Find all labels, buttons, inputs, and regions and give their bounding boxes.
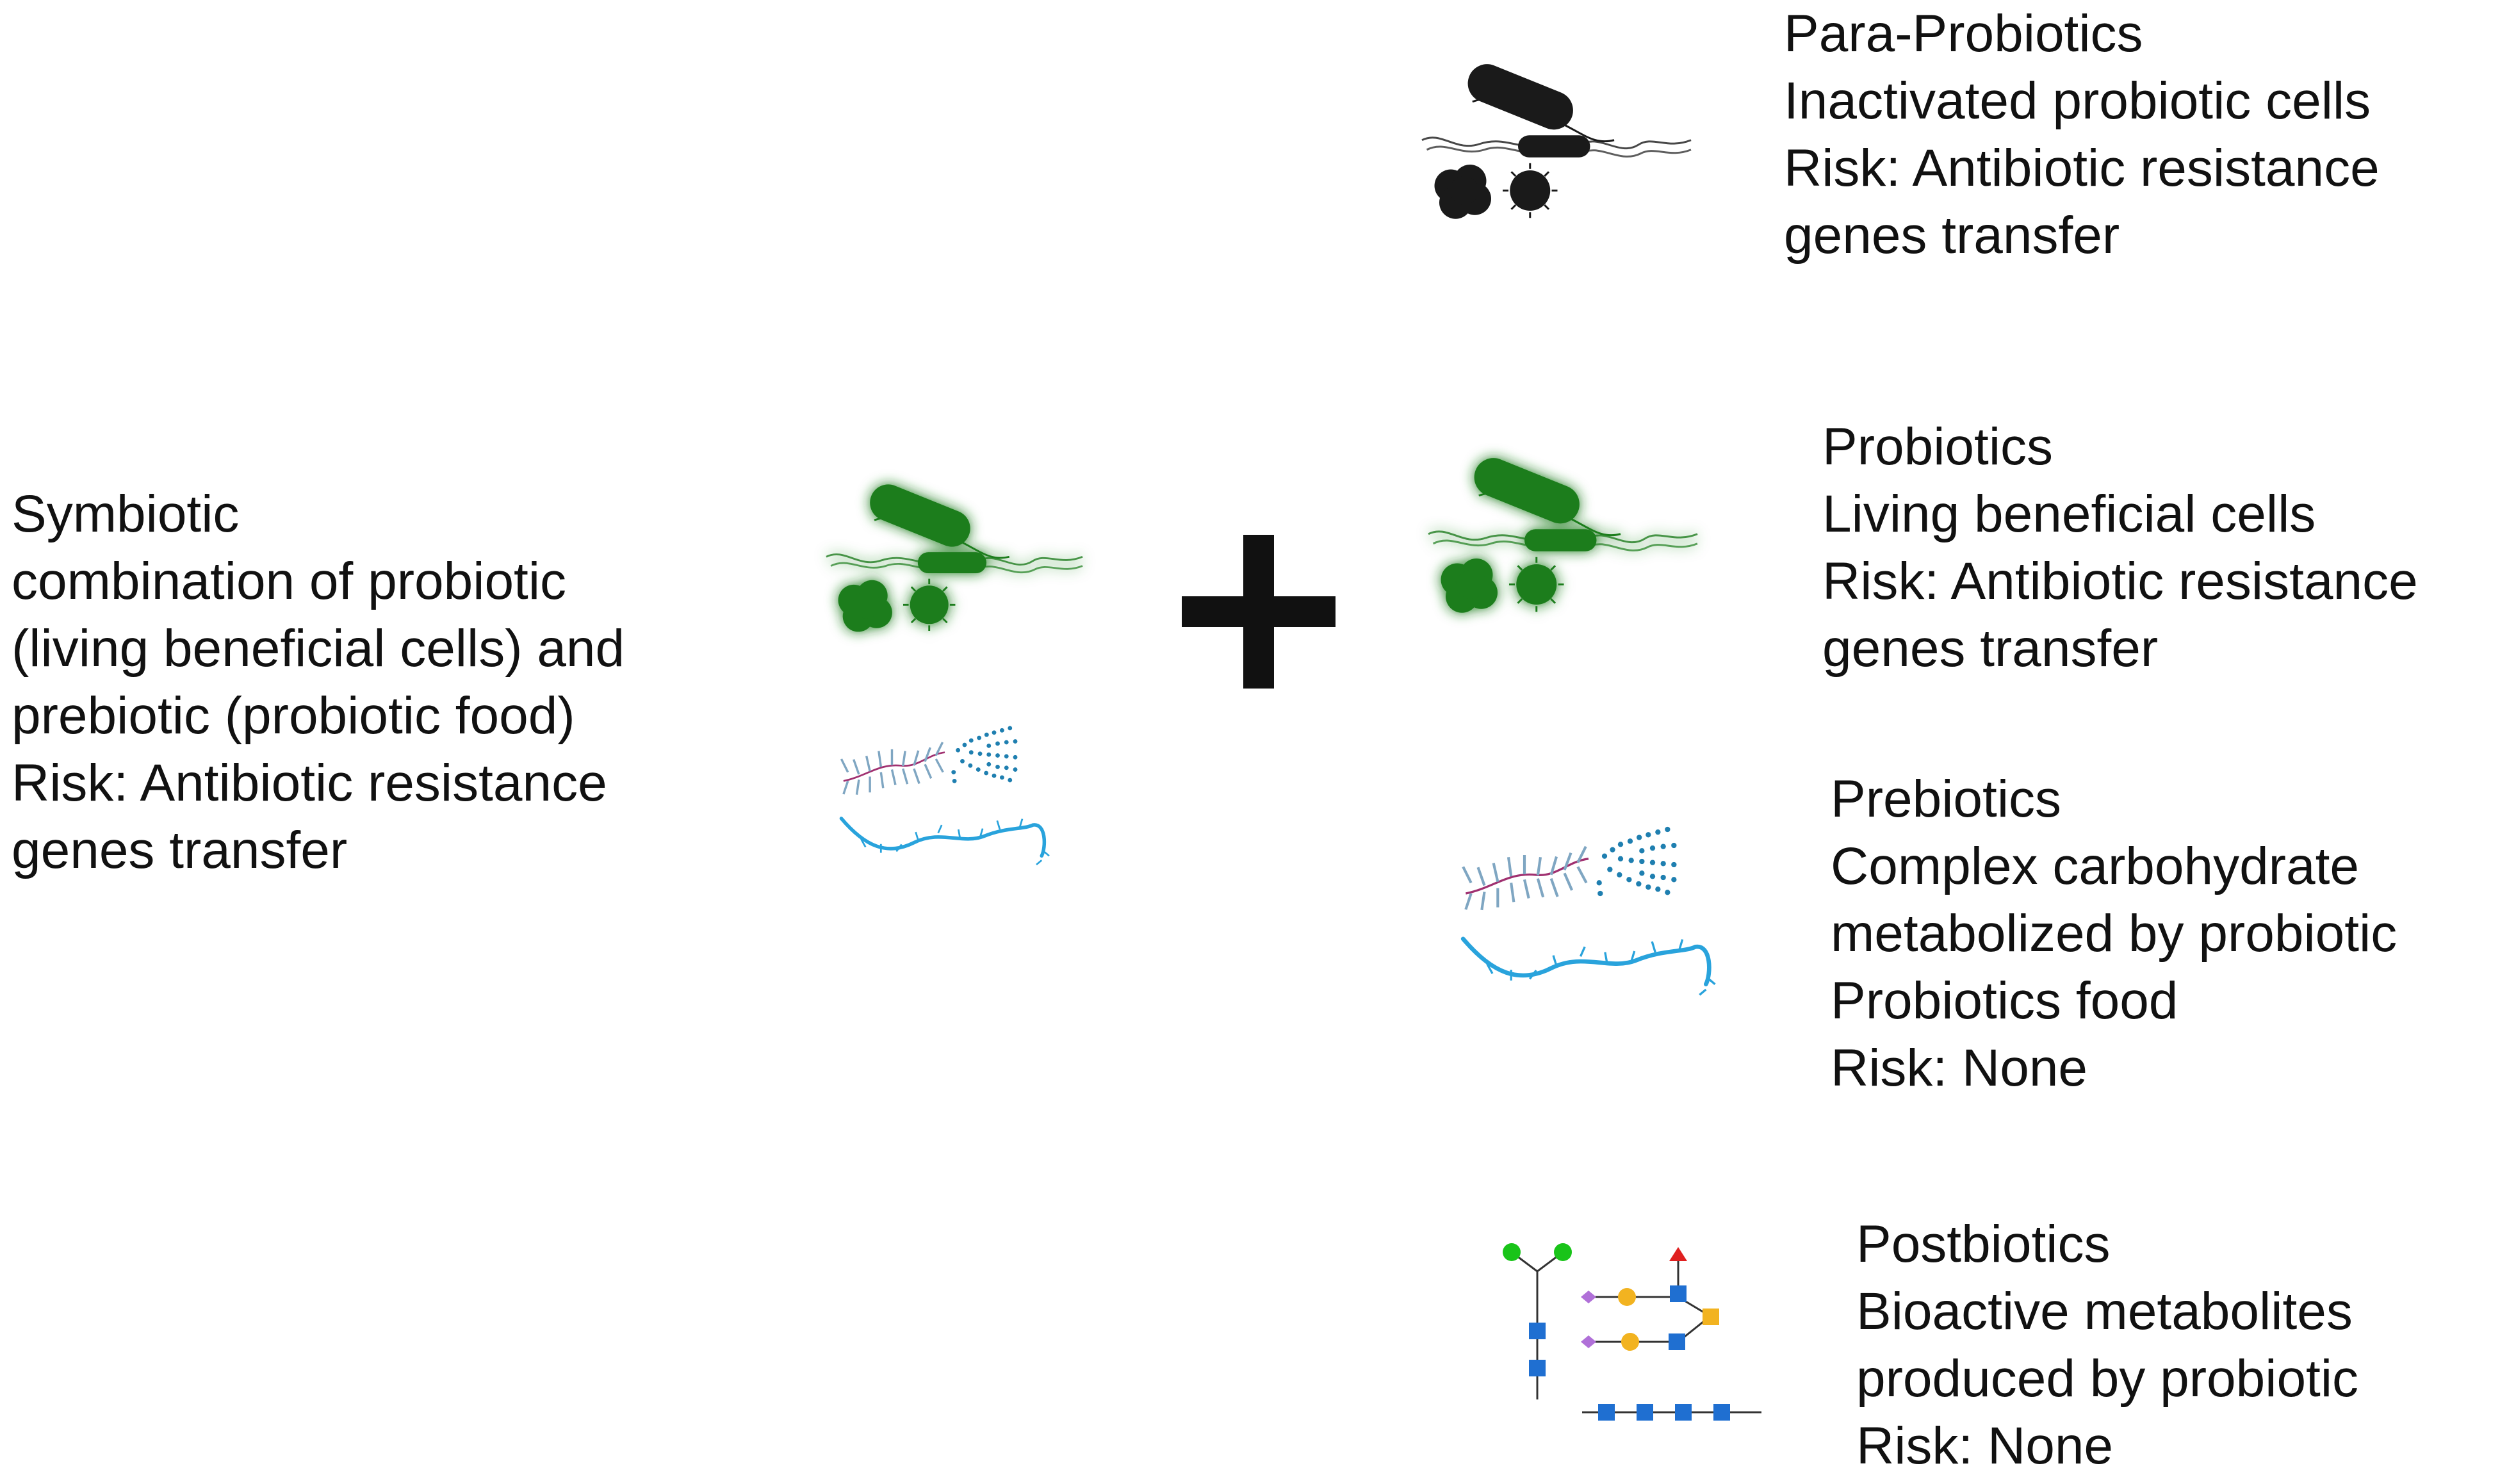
postbiotics-description-cont: produced by probiotic — [1856, 1349, 2359, 1408]
synbiotic-title: Symbiotic — [12, 485, 240, 543]
synbiotic-risk: Risk: Antibiotic resistance — [12, 754, 607, 812]
para-probiotics-title: Para-Probiotics — [1784, 4, 2143, 63]
probiotics-text: Probiotics Living beneficial cells Risk:… — [1822, 413, 2418, 682]
probiotics-risk-cont: genes transfer — [1822, 619, 2159, 678]
synbiotic-risk-cont: genes transfer — [12, 821, 348, 879]
prebiotics-title: Prebiotics — [1831, 770, 2062, 828]
para-probiotics-bacteria-icon — [1421, 51, 1692, 243]
probiotics-description: Living beneficial cells — [1822, 485, 2316, 543]
postbiotics-description: Bioactive metabolites — [1856, 1282, 2353, 1341]
probiotics-title: Probiotics — [1822, 418, 2054, 476]
prebiotics-description-cont: metabolized by probiotic — [1831, 904, 2398, 963]
synbiotic-line-3: (living beneficial cells) and — [12, 619, 625, 678]
para-probiotics-risk-cont: genes transfer — [1784, 206, 2120, 265]
prebiotics-food: Probiotics food — [1831, 972, 2178, 1030]
postbiotics-text: Postbiotics Bioactive metabolites produc… — [1856, 1211, 2358, 1480]
probiotics-bacteria-icon — [1427, 442, 1699, 640]
synbiotic-carbohydrate-icon — [839, 663, 1050, 925]
para-probiotics-text: Para-Probiotics Inactivated probiotic ce… — [1784, 0, 2380, 269]
probiotics-risk: Risk: Antibiotic resistance — [1822, 552, 2418, 610]
synbiotic-line-4: prebiotic (probiotic food) — [12, 687, 575, 745]
para-probiotics-risk: Risk: Antibiotic resistance — [1784, 139, 2380, 197]
prebiotics-text: Prebiotics Complex carbohydrate metaboli… — [1831, 765, 2397, 1102]
synbiotic-text: Symbiotic combination of probiotic (livi… — [12, 480, 625, 884]
plus-icon — [1182, 535, 1336, 689]
postbiotics-glycan-icon — [1492, 1243, 1774, 1431]
postbiotics-title: Postbiotics — [1856, 1215, 2111, 1273]
postbiotics-risk: Risk: None — [1856, 1417, 2114, 1475]
para-probiotics-description: Inactivated probiotic cells — [1784, 72, 2371, 130]
prebiotics-description: Complex carbohydrate — [1831, 837, 2359, 895]
synbiotic-line-2: combination of probiotic — [12, 552, 567, 610]
prebiotics-carbohydrate-icon — [1460, 765, 1717, 1054]
synbiotic-bacteria-icon — [825, 471, 1084, 656]
prebiotics-risk: Risk: None — [1831, 1039, 2088, 1097]
